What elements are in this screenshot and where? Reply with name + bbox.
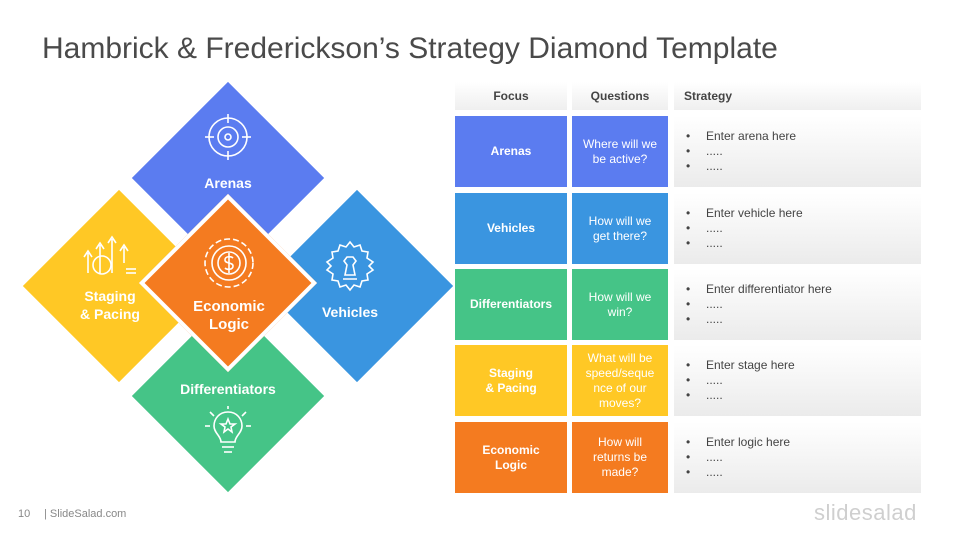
gear-chess-icon xyxy=(325,240,375,292)
dollar-gear-icon xyxy=(204,238,254,288)
economic-content: Economic Logic xyxy=(174,230,284,340)
header-focus: Focus xyxy=(455,82,567,110)
page-number: 10 xyxy=(18,508,31,520)
table-row-vehicles-strategy[interactable]: Enter vehicle here ..... ..... xyxy=(674,193,921,264)
staging-label-line2: & Pacing xyxy=(80,306,140,322)
table-row-staging-question: What will be speed/seque nce of our move… xyxy=(572,345,668,416)
table-row-staging-strategy[interactable]: Enter stage here ..... ..... xyxy=(674,345,921,416)
table-row-economic-focus: Economic Logic xyxy=(455,422,567,493)
lightbulb-icon xyxy=(205,406,251,453)
vehicles-label: Vehicles xyxy=(321,304,379,320)
table-row-arenas-strategy[interactable]: Enter arena here ..... ..... xyxy=(674,116,921,187)
table-row-economic-question: How will returns be made? xyxy=(572,422,668,493)
slide-title: Hambrick & Frederickson’s Strategy Diamo… xyxy=(42,32,778,65)
economic-label-line1: Economic xyxy=(193,298,265,315)
strategy-diamond: Arenas Staging & Pacing Economic Logic xyxy=(0,0,454,540)
differentiators-content: Differentiators xyxy=(160,372,296,464)
arenas-label: Arenas xyxy=(204,175,252,191)
table-row-differentiators-question: How will we win? xyxy=(572,269,668,340)
staging-label-line1: Staging xyxy=(84,288,136,304)
table-row-staging-focus: Staging & Pacing xyxy=(455,345,567,416)
table-row-economic-strategy[interactable]: Enter logic here ..... ..... xyxy=(674,422,921,493)
header-strategy: Strategy xyxy=(674,82,921,110)
staging-content: Staging & Pacing xyxy=(58,228,162,328)
differentiators-label: Differentiators xyxy=(180,381,276,397)
table-row-differentiators-strategy[interactable]: Enter differentiator here ..... ..... xyxy=(674,269,921,340)
vehicles-content: Vehicles xyxy=(300,225,400,335)
growth-arrows-icon xyxy=(83,235,136,275)
table-row-vehicles-focus: Vehicles xyxy=(455,193,567,264)
table-row-differentiators-focus: Differentiators xyxy=(455,269,567,340)
table-row-arenas-focus: Arenas xyxy=(455,116,567,187)
header-questions: Questions xyxy=(572,82,668,110)
target-icon xyxy=(205,114,251,160)
footer-site: | SlideSalad.com xyxy=(44,508,127,520)
economic-label-line2: Logic xyxy=(209,316,249,333)
arenas-content: Arenas xyxy=(168,108,288,198)
brand-logo: slidesalad xyxy=(814,500,917,525)
table-row-arenas-question: Where will we be active? xyxy=(572,116,668,187)
table-row-vehicles-question: How will we get there? xyxy=(572,193,668,264)
